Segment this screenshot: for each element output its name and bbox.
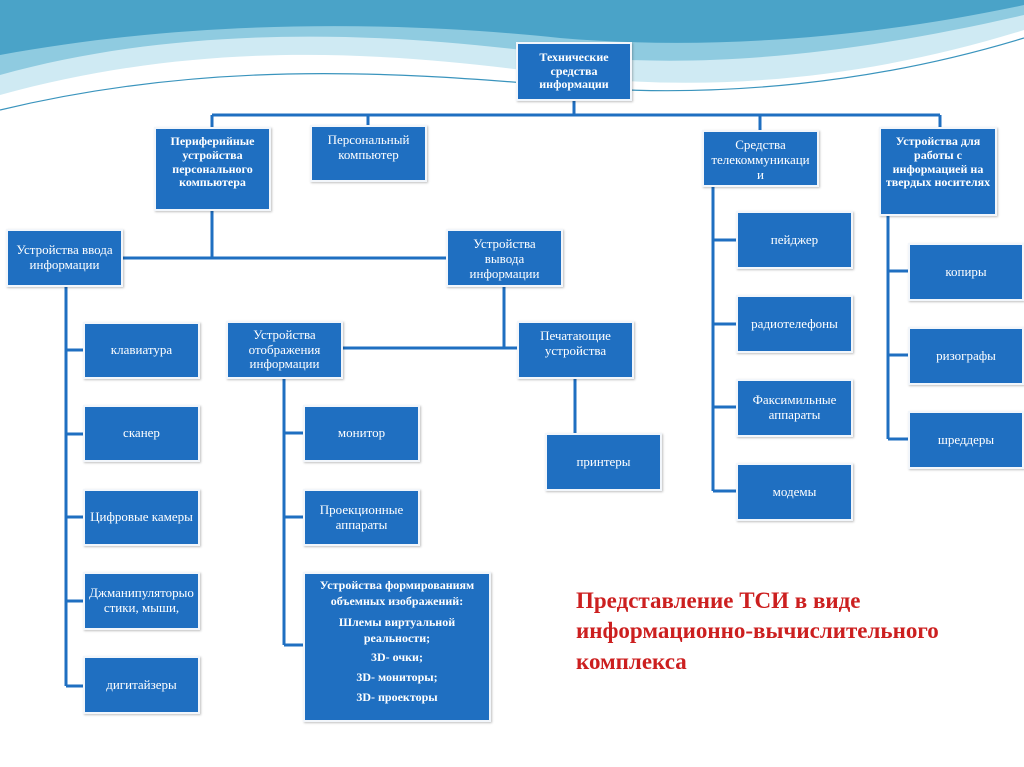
caption-line-1: Представление ТСИ в виде (576, 588, 861, 613)
telecom-node: Средства телекоммуникаци и (702, 130, 819, 187)
printing-devices-node: Печатающие устройства (517, 321, 634, 379)
root-node: Технические средства информации (516, 42, 632, 101)
solid-media-node: Устройства для работы с информацией на т… (879, 127, 997, 216)
telecom-item-fax: Факсимильные аппараты (736, 379, 853, 437)
caption-line-3: комплекса (576, 648, 687, 674)
diagram-caption: Представление ТСИ в виде информационно-в… (576, 586, 1024, 677)
display-item-projectors: Проекционные аппараты (303, 489, 420, 546)
display-devices-node: Устройства отображения информации (226, 321, 343, 379)
solid-media-item-shredders: шреддеры (908, 411, 1024, 469)
output-devices-node: Устройства вывода информации (446, 229, 563, 287)
telecom-item-pager: пейджер (736, 211, 853, 269)
peripheral-devices-node: Периферийные устройства персонального ко… (154, 127, 271, 211)
input-item-keyboard: клавиатура (83, 322, 200, 379)
input-item-scanner: сканер (83, 405, 200, 462)
volumetric-item-3d-projectors: 3D- проекторы (356, 689, 438, 704)
printing-item-printers: принтеры (545, 433, 662, 491)
volumetric-item-vr-helmets: Шлемы виртуальной реальности; (338, 615, 456, 645)
telecom-item-modems: модемы (736, 463, 853, 521)
volumetric-item-3d-glasses: 3D- очки; (371, 650, 423, 665)
wave-dark (0, 0, 1024, 55)
telecom-item-radiotelephones: радиотелефоны (736, 295, 853, 353)
personal-computer-node: Персональный компьютер (310, 125, 427, 182)
solid-media-item-copiers: копиры (908, 243, 1024, 301)
volumetric-heading: Устройства формированиям объемных изобра… (319, 578, 475, 608)
input-item-digitizers: дигитайзеры (83, 656, 200, 714)
input-item-manipulators: Джманипуляторыо стики, мыши, (83, 572, 200, 630)
volumetric-display-node: Устройства формированиям объемных изобра… (303, 572, 491, 722)
input-item-digital-cameras: Цифровые камеры (83, 489, 200, 546)
display-item-monitor: монитор (303, 405, 420, 462)
volumetric-item-3d-monitors: 3D- мониторы; (356, 669, 438, 684)
input-devices-node: Устройства ввода информации (6, 229, 123, 287)
solid-media-item-risographs: ризографы (908, 327, 1024, 385)
caption-line-2: информационно-вычислительного (576, 618, 939, 644)
